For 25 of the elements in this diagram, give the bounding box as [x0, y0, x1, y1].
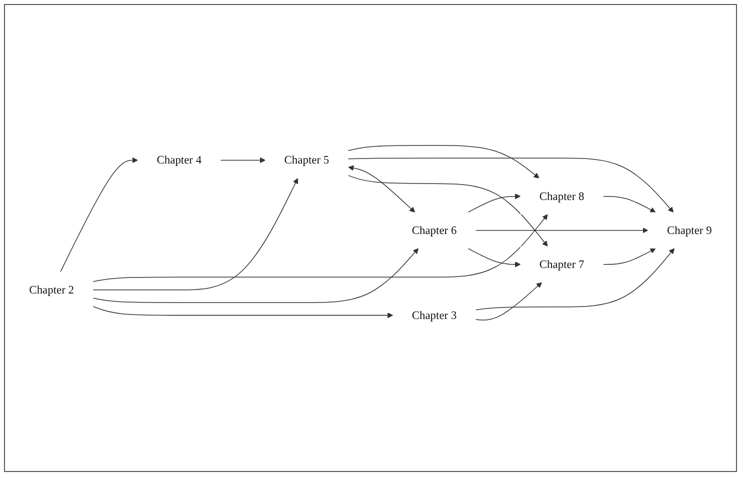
- arrow: [92, 178, 298, 290]
- node-text: Chapter 7: [539, 258, 584, 271]
- arrow: [602, 248, 656, 266]
- node-text: Chapter 6: [412, 224, 457, 237]
- arrow: [92, 306, 394, 318]
- node-text: Chapter 9: [666, 224, 712, 237]
- arrow: [348, 158, 674, 213]
- arrow: [468, 248, 521, 268]
- arrow: [92, 248, 419, 304]
- arrow: [475, 228, 648, 234]
- arrow: [475, 248, 675, 310]
- node-text: Chapter 4: [156, 154, 202, 166]
- arrow: [220, 158, 266, 164]
- arrow: [92, 214, 548, 282]
- arrow: [475, 282, 542, 321]
- node-text: Chapter 8: [539, 190, 584, 203]
- arrow: [348, 166, 416, 213]
- arrow: [348, 175, 548, 247]
- arrow: [348, 145, 540, 179]
- node-text: Chapter 2: [29, 283, 74, 296]
- node-text: Chapter 3: [412, 308, 457, 322]
- node-text: Chapter 5: [284, 154, 330, 166]
- arrow: [60, 158, 138, 272]
- arrow: [602, 196, 656, 213]
- arrow: [468, 194, 521, 213]
